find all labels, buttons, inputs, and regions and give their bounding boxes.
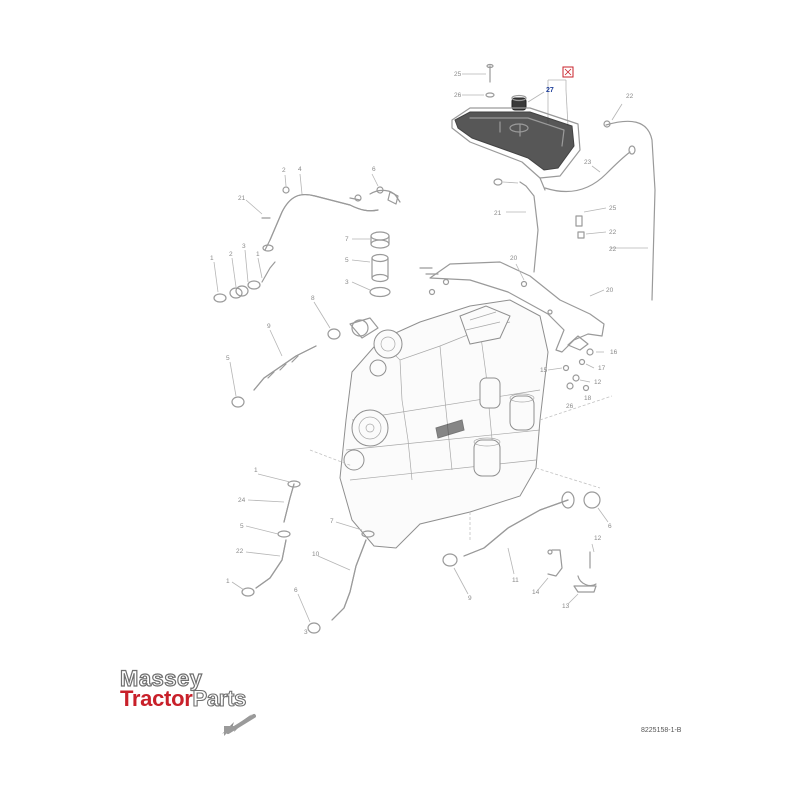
callout-label: 8	[311, 295, 315, 302]
brand-logo-line1: Massey	[119, 666, 203, 691]
left-hose-group	[229, 301, 379, 408]
brand-logo-tractor: Tractor	[120, 686, 193, 711]
callout-label: 25	[454, 71, 462, 78]
callout-label: 18	[584, 395, 592, 402]
callout-label: 3	[304, 629, 308, 636]
callout-label: 6	[294, 587, 298, 594]
callout-label: 20	[510, 255, 518, 262]
callout-label: 22	[609, 229, 617, 236]
callout-label: 2	[229, 251, 233, 258]
callout-label: 26	[454, 92, 462, 99]
callout-label: 24	[238, 497, 246, 504]
engine-block	[309, 299, 613, 549]
callout-label: 11	[512, 577, 519, 584]
callout-label: 16	[610, 349, 618, 356]
lower-right-hose-group	[442, 491, 609, 605]
callout-label: 1	[256, 251, 260, 258]
callout-label: 22	[626, 93, 634, 100]
callout-label: 7	[345, 236, 349, 243]
callout-label-highlighted: 27	[546, 87, 554, 94]
callout-label: 1	[254, 467, 258, 474]
mounting-bracket	[419, 261, 605, 392]
expansion-tank-assembly	[451, 63, 656, 301]
callout-label: 4	[298, 166, 302, 173]
callout-label: 15	[540, 367, 548, 374]
callout-label: 3	[345, 279, 349, 286]
callout-labels: 25 26 27 22 23 21 25 22 22 20 4 6 2 21 7…	[210, 71, 634, 636]
callout-label: 9	[468, 595, 472, 602]
callout-label: 3	[242, 243, 246, 250]
callout-label: 6	[608, 523, 612, 530]
callout-label: 13	[562, 603, 570, 610]
callout-label: 23	[584, 159, 592, 166]
callout-label: 1	[226, 578, 230, 585]
highlight-marker-icon	[562, 66, 574, 78]
callout-label: 7	[330, 518, 334, 525]
upper-hose-group	[213, 173, 401, 303]
callout-label: 9	[267, 323, 271, 330]
arrow-icon	[222, 714, 256, 736]
callout-label: 25	[609, 205, 617, 212]
callout-label: 21	[238, 195, 246, 202]
callout-label: 14	[532, 589, 540, 596]
callout-label: 17	[598, 365, 606, 372]
brand-logo-line2: TractorParts	[120, 686, 247, 711]
callout-label: 5	[240, 523, 244, 530]
callout-label: 20	[606, 287, 614, 294]
callout-label: 5	[226, 355, 230, 362]
callout-label: 12	[594, 379, 602, 386]
callout-label: 10	[312, 551, 320, 558]
lower-left-hose-group	[231, 473, 375, 634]
callout-label: 12	[594, 535, 602, 542]
callout-label: 2	[282, 167, 286, 174]
callout-label: 6	[372, 166, 376, 173]
callout-label: 1	[210, 255, 214, 262]
callout-label: 22	[609, 246, 617, 253]
diagram-reference-code: 8225158-1-B	[641, 727, 682, 734]
callout-label: 21	[494, 210, 502, 217]
callout-label: 5	[345, 257, 349, 264]
brand-logo: Massey TractorParts	[119, 666, 290, 738]
callout-label: 26	[566, 403, 574, 410]
brand-logo-parts: Parts	[192, 686, 247, 711]
callout-label: 22	[236, 548, 244, 555]
